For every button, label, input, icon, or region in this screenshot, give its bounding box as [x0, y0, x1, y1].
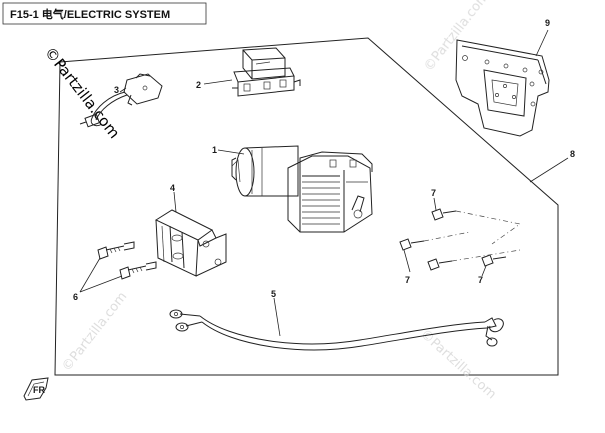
title-box: F15-1 电气/ELECTRIC SYSTEM	[2, 2, 207, 25]
callout-5: 5	[271, 289, 276, 299]
callout-7-right: 7	[478, 275, 483, 285]
callout-4: 4	[170, 183, 175, 193]
front-direction-marker: FR	[23, 377, 49, 401]
assembly-outline	[54, 37, 559, 376]
callout-8: 8	[570, 149, 575, 159]
part-2-contactor	[232, 47, 301, 97]
callout-2: 2	[196, 80, 201, 90]
front-marker-label: FR	[33, 385, 45, 395]
callout-7-top: 7	[431, 188, 436, 198]
callout-numbers: 1 2 3 4 5 6 7 7 7 8 9	[73, 18, 575, 302]
svg-text:©Partzilla.com: ©Partzilla.com	[59, 289, 130, 374]
part-1-winch	[231, 145, 373, 233]
page-title: F15-1 电气/ELECTRIC SYSTEM	[10, 7, 170, 21]
leader-lines	[79, 29, 569, 337]
part-4-bracket	[154, 209, 227, 277]
alignment-lines	[423, 210, 521, 262]
part-7-bolts	[399, 208, 507, 271]
svg-text:©Partzilla.com: ©Partzilla.com	[417, 327, 499, 403]
callout-3: 3	[114, 85, 119, 95]
part-3-relay-harness	[79, 73, 163, 128]
part-9-mounting-plate	[455, 39, 550, 137]
callout-1: 1	[212, 145, 217, 155]
part-5-cable	[169, 309, 504, 351]
part-6-bolts	[97, 241, 157, 280]
callout-6: 6	[73, 292, 78, 302]
callout-7-mid: 7	[405, 275, 410, 285]
callout-9: 9	[545, 18, 550, 28]
